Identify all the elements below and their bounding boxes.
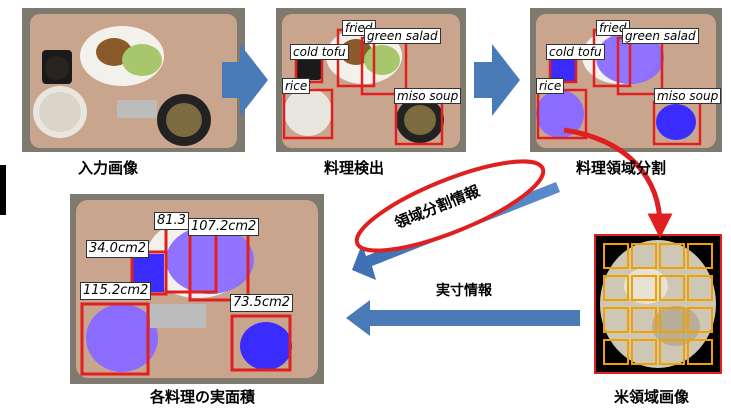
caption-rice-region: 米領域画像: [614, 388, 690, 406]
segmentation-label-miso-soup: miso soup: [654, 88, 722, 104]
area-label-tofu: 34.0cm2: [86, 240, 150, 258]
food-segmentation-panel: fried cold tofu green salad rice miso so…: [530, 8, 722, 152]
left-edge-bar: [0, 165, 6, 215]
input-image-photo: [22, 8, 245, 152]
caption-food-area: 各料理の実面積: [150, 388, 256, 406]
detection-label-rice: rice: [282, 78, 311, 94]
area-label-fried: 81.3: [154, 212, 189, 230]
segmentation-label-fried: fried: [596, 20, 630, 36]
input-image-panel: [22, 8, 245, 152]
area-label-rice: 115.2cm2: [80, 282, 152, 300]
area-label-salad: 107.2cm2: [188, 218, 260, 236]
rice-region-photo: [596, 236, 720, 372]
segmentation-info-label: 領域分割情報: [392, 181, 483, 233]
detection-label-miso-soup: miso soup: [394, 88, 462, 104]
arrow-detection-to-segmentation: [474, 44, 520, 116]
segmentation-label-rice: rice: [536, 78, 565, 94]
segmentation-label-cold-tofu: cold tofu: [546, 44, 605, 60]
caption-input-image: 入力画像: [78, 159, 139, 177]
segmentation-label-green-salad: green salad: [622, 28, 699, 44]
detection-label-cold-tofu: cold tofu: [290, 44, 349, 60]
size-info-label: 実寸情報: [436, 283, 492, 299]
food-detection-panel: fried cold tofu green salad rice miso so…: [276, 8, 466, 152]
detection-label-green-salad: green salad: [364, 28, 441, 44]
rice-region-panel: [594, 234, 722, 374]
caption-food-segmentation: 料理領域分割: [576, 159, 667, 177]
area-label-soup: 73.5cm2: [230, 294, 294, 312]
caption-food-detection: 料理検出: [324, 159, 385, 177]
arrow-rice-to-area: [346, 300, 580, 336]
food-area-panel: 81.3 107.2cm2 34.0cm2 115.2cm2 73.5cm2: [70, 194, 324, 384]
